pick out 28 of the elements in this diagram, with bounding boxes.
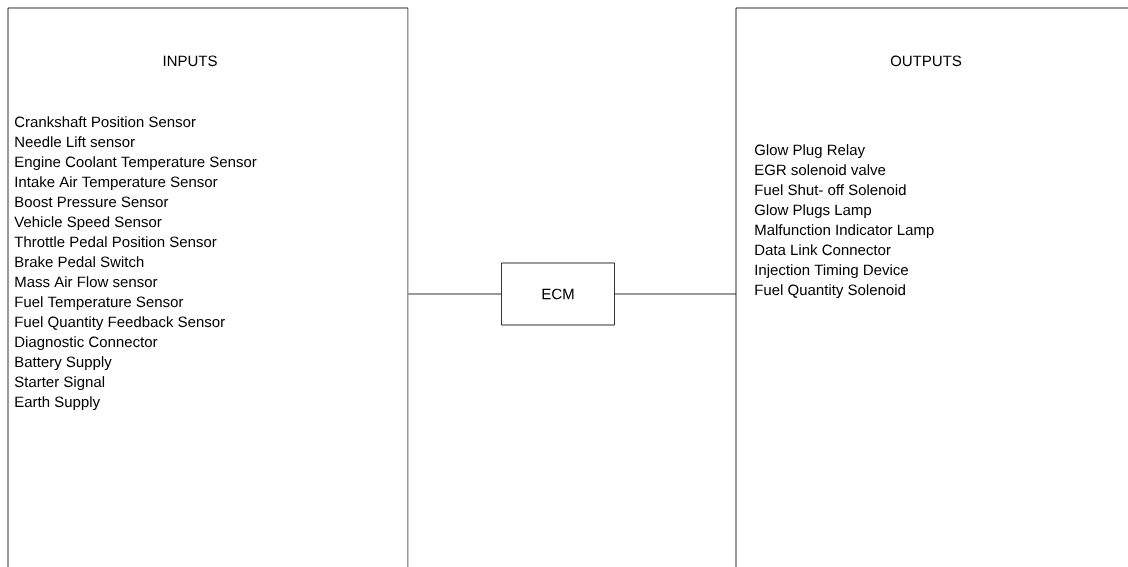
list-item: Battery Supply (15, 356, 112, 371)
list-item: Engine Coolant Temperature Sensor (15, 156, 257, 171)
list-item: Fuel Quantity Feedback Sensor (15, 316, 225, 331)
connector-line (408, 293, 502, 295)
list-item: Brake Pedal Switch (15, 256, 144, 268)
list-item: Fuel Quantity Solenoid (755, 284, 905, 299)
list-item: Malfunction Indicator Lamp (755, 224, 934, 239)
list-item: Fuel Shut- off Solenoid (755, 184, 906, 196)
list-item: Earth Supply (15, 396, 101, 411)
list-item: Intake Air Temperature Sensor (15, 176, 218, 191)
list-item: Needle Lift sensor (15, 136, 135, 148)
list-item: Injection Timing Device (755, 264, 908, 279)
list-item: Glow Plugs Lamp (754, 204, 872, 219)
list-item: Glow Plug Relay (754, 144, 865, 159)
panel-heading: OUTPUTS (890, 55, 962, 67)
list-item: Diagnostic Connector (15, 336, 158, 351)
list-item: Throttle Pedal Position Sensor (14, 236, 217, 248)
list-item: Boost Pressure Sensor (15, 196, 169, 208)
process-box: ECM (501, 262, 615, 326)
list-item: Data Link Connector (755, 244, 891, 256)
list-item: Mass Air Flow sensor (15, 276, 158, 288)
list-item: Starter Signal (14, 376, 105, 391)
list-item: Vehicle Speed Sensor (14, 216, 162, 231)
list-item: Fuel Temperature Sensor (15, 296, 184, 311)
list-item: Crankshaft Position Sensor (15, 116, 196, 128)
list-item: EGR solenoid valve (755, 164, 886, 176)
panel-heading: INPUTS (163, 55, 217, 67)
connector-line (614, 293, 737, 295)
